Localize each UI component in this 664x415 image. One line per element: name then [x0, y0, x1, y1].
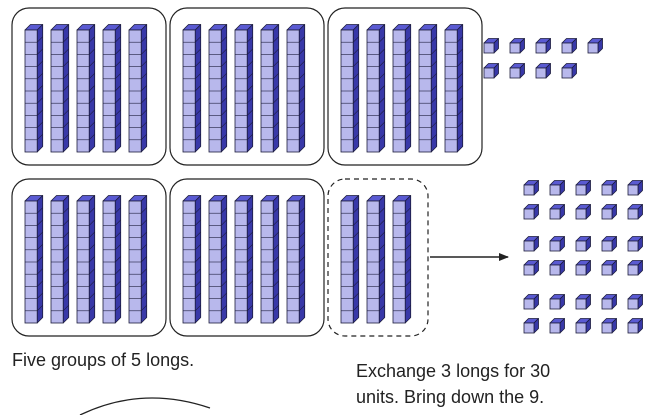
ten-long-rod [444, 24, 464, 153]
ten-long-rod [182, 24, 202, 153]
ten-long-rod [128, 24, 148, 153]
unit-cube [523, 204, 539, 220]
ten-long-rod [102, 195, 122, 324]
ten-long-rod [128, 195, 148, 324]
unit-cube [561, 63, 577, 79]
ten-long-rod [366, 195, 386, 324]
unit-cube [509, 38, 525, 54]
unit-cube [627, 318, 643, 334]
unit-cube [483, 38, 499, 54]
group-of-longs [169, 178, 325, 337]
unit-cube [549, 204, 565, 220]
ten-long-rod [234, 24, 254, 153]
group-of-longs [169, 7, 325, 166]
unit-cube [627, 204, 643, 220]
ten-long-rod [182, 195, 202, 324]
unit-cube [483, 63, 499, 79]
ten-long-rod [208, 24, 228, 153]
unit-cube [601, 204, 617, 220]
unit-cube [627, 260, 643, 276]
ten-long-rod [260, 24, 280, 153]
ten-long-rod [76, 24, 96, 153]
unit-cube [601, 260, 617, 276]
unit-cube [509, 63, 525, 79]
unit-cube [601, 180, 617, 196]
unit-cube [549, 260, 565, 276]
unit-cube [523, 318, 539, 334]
unit-cube [561, 38, 577, 54]
unit-cube [575, 260, 591, 276]
ten-long-rod [286, 24, 306, 153]
ten-long-rod [340, 24, 360, 153]
ten-long-rod [260, 195, 280, 324]
unit-cube [601, 294, 617, 310]
ten-long-rod [50, 195, 70, 324]
ten-long-rod [366, 24, 386, 153]
unit-cube [523, 180, 539, 196]
unit-cube [627, 294, 643, 310]
ten-long-rod [418, 24, 438, 153]
unit-cube [627, 236, 643, 252]
unit-cube [601, 236, 617, 252]
caption-exchange-line1: Exchange 3 longs for 30 [356, 361, 551, 381]
unit-cube [523, 236, 539, 252]
ten-long-rod [76, 195, 96, 324]
exchanged-longs-group [327, 178, 429, 337]
partial-outline [79, 397, 211, 415]
ten-long-rod [234, 195, 254, 324]
units-layer [483, 38, 643, 334]
ten-long-rod [24, 24, 44, 153]
ten-long-rod [392, 24, 412, 153]
unit-cube [549, 180, 565, 196]
unit-cube [535, 63, 551, 79]
unit-cube [549, 294, 565, 310]
unit-cube [523, 260, 539, 276]
caption-five-groups: Five groups of 5 longs. [12, 350, 195, 370]
unit-cube [575, 180, 591, 196]
unit-cube [575, 236, 591, 252]
unit-cube [601, 318, 617, 334]
groups-layer [11, 7, 483, 337]
unit-cube [535, 38, 551, 54]
unit-cube [575, 204, 591, 220]
ten-long-rod [340, 195, 360, 324]
ten-long-rod [102, 24, 122, 153]
ten-long-rod [24, 195, 44, 324]
unit-cube [627, 180, 643, 196]
caption-exchange-line2: units. Bring down the 9. [356, 387, 545, 407]
group-of-longs [327, 7, 483, 166]
ten-long-rod [208, 195, 228, 324]
unit-cube [575, 318, 591, 334]
group-of-longs [11, 7, 167, 166]
ten-long-rod [392, 195, 412, 324]
unit-cube [575, 294, 591, 310]
ten-long-rod [286, 195, 306, 324]
unit-cube [523, 294, 539, 310]
unit-cube [549, 318, 565, 334]
unit-cube [549, 236, 565, 252]
ten-long-rod [50, 24, 70, 153]
group-of-longs [11, 178, 167, 337]
unit-cube [587, 38, 603, 54]
